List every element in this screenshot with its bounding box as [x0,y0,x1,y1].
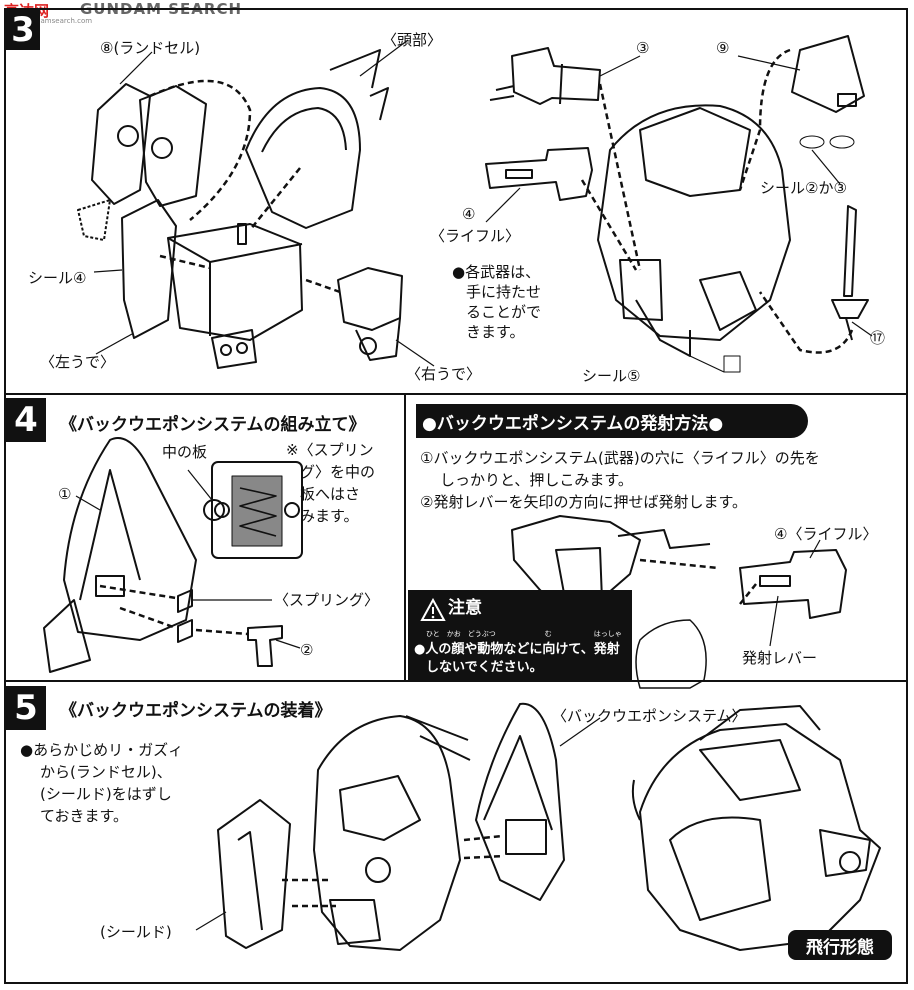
part-2-tpiece [247,625,283,667]
step-4-number: 4 [6,398,46,442]
prep-note-line-2: から(ランドセル)、 [40,763,172,781]
firing-method-line-3: ②発射レバーを矢印の方向に押せば発射します。 [420,493,747,511]
shield-part [217,799,291,949]
robot-without-backpack [313,715,461,951]
label-randoseru: ⑧(ランドセル) [100,39,201,57]
firing-method-line-1: ①バックウエポンシステム(武器)の穴に〈ライフル〉の先を [420,449,820,467]
label-shield: (シールド) [100,923,172,941]
right-arm-part [337,267,403,331]
caution-line-2: しないでください。 [426,660,543,675]
step-4-title: 《バックウエポンシステムの組み立て》 [60,415,366,435]
spring-note-line-2: グ〉を中の [300,463,376,481]
label-part-9: ⑨ [716,39,730,57]
rifle-firing-detail [739,549,847,619]
warning-icon [420,598,446,621]
label-seal-5: シール⑤ [582,367,641,385]
label-part-1: ① [58,485,72,503]
head-part [245,87,361,229]
prep-note-line-3: (シールド)をはずし [40,785,172,803]
weapons-note-line-2: 手に持たせ [466,283,542,301]
spring-note-line-3: 板へはさ [300,485,361,503]
step-3-number: 3 [6,10,40,50]
label-rifle-number: ④ [462,205,476,223]
label-back-weapon-system: 〈バックウエポンシステム〉 [552,707,747,725]
part-3-gun [511,47,601,105]
caution-title: 注意 [448,598,482,618]
part-17-sword [843,205,857,297]
label-part-2: ② [300,641,314,659]
back-weapon-frame-part [63,437,197,641]
label-head: 〈頭部〉 [382,31,443,49]
torso-part [167,223,303,341]
label-part-3: ③ [636,39,650,57]
label-right-arm: 〈右うで〉 [406,365,482,383]
part-4-rifle [485,147,593,201]
label-part-17: ⑰ [870,329,886,347]
assembled-robot-body [597,104,791,341]
randoseru-part [91,83,151,205]
step-5-number: 5 [6,686,46,730]
prep-note-line-1: ●あらかじめリ・ガズィ [20,741,184,759]
label-rifle-firing: ④〈ライフル〉 [774,525,878,543]
left-arm-shield [121,199,177,339]
label-seal-4: シール④ [28,269,87,287]
divider-step3-step4 [4,393,908,395]
divider-step4-vertical [404,394,406,681]
caution-line-1: ●人の顔や動物などに向けて、発射 [414,642,620,657]
weapons-note-line-3: ることがで [466,303,542,321]
flight-mode-badge: 飛行形態 [788,930,892,960]
firing-method-title: ●バックウエポンシステムの発射方法● [416,404,808,438]
bws-firing-unit [511,515,641,611]
label-seal-2-or-3: シール②か③ [760,179,847,197]
firing-method-line-2: しっかりと、押しこみます。 [440,471,633,489]
prep-note-line-4: ておきます。 [40,807,129,825]
spring-note-line-1: ※〈スプリン [286,441,374,459]
flight-mode-illustration [639,723,881,951]
finger-illustration [635,619,707,689]
caution-box: 注意 ひと かお どうぶつ む はっしゃ ●人の顔や動物などに向けて、発射 しな… [408,590,632,682]
label-rifle: 〈ライフル〉 [430,227,521,245]
watermark-url: www.gundamsearch.com [4,17,93,25]
bws-mounting-part [475,702,565,901]
label-inner-plate: 中の板 [162,443,208,461]
part-9 [791,35,865,113]
weapons-note-line-4: きます。 [466,323,525,341]
weapons-note-line-1: ●各武器は、 [452,263,541,281]
inner-plate-detail [211,461,303,559]
label-left-arm: 〈左うで〉 [40,353,116,371]
caution-ruby: ひと かお どうぶつ む はっしゃ [426,630,622,638]
label-spring: 〈スプリング〉 [274,591,380,609]
page-frame [4,8,908,984]
step-5-title: 《バックウエポンシステムの装着》 [60,701,332,721]
spring-note-line-4: みます。 [300,507,359,525]
label-firing-lever: 発射レバー [742,649,818,667]
